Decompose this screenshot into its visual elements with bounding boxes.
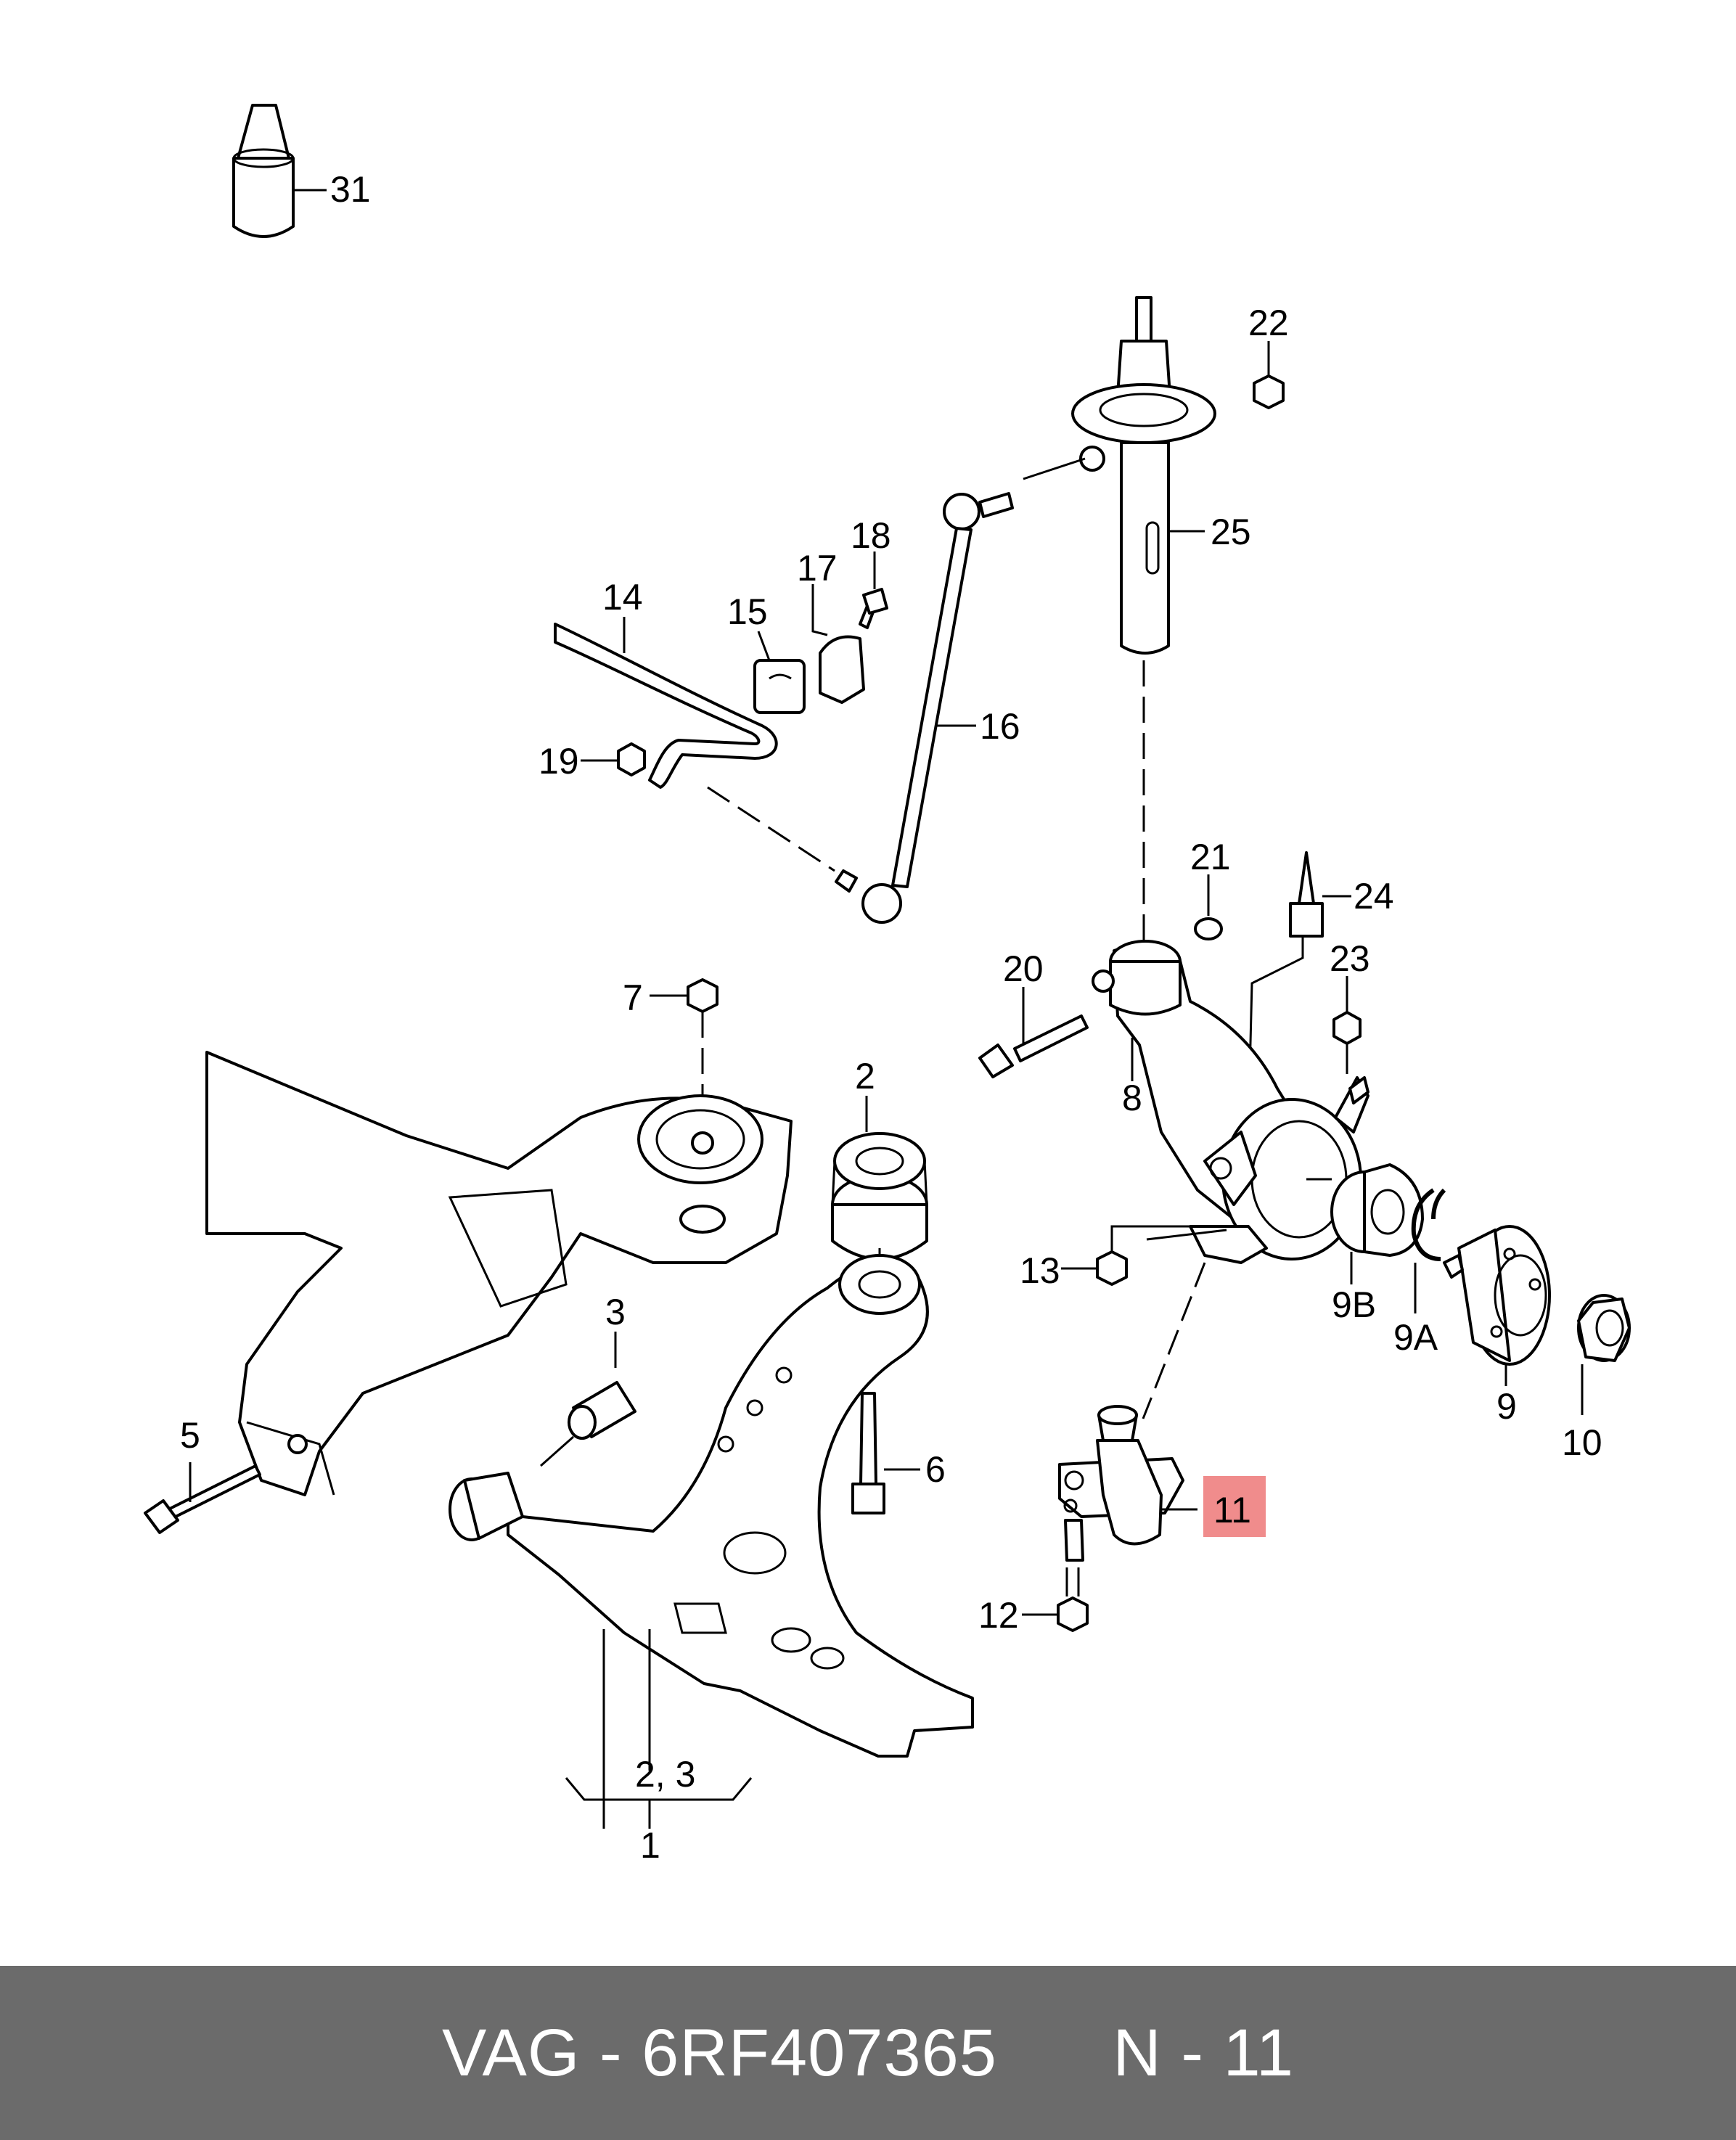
label-24: 24: [1354, 876, 1394, 917]
highlight-box-part-11: [1203, 1476, 1266, 1537]
label-20: 20: [1003, 948, 1044, 989]
label-21: 21: [1190, 837, 1231, 877]
label-1: 1: [640, 1825, 660, 1866]
part-22-nut: [1253, 341, 1285, 409]
label-25: 25: [1211, 512, 1251, 552]
part-9b-bearing: [1330, 1163, 1424, 1284]
label-31: 31: [330, 169, 371, 210]
part-12-nut: [1022, 1567, 1089, 1632]
label-19: 19: [539, 741, 579, 782]
part-9-wheel-hub: [1443, 1225, 1551, 1386]
label-3: 3: [605, 1292, 626, 1332]
part-number-footer: VAG - 6RF407365 N - 11: [0, 1966, 1736, 2140]
footer-part-number: 6RF407365: [642, 2015, 997, 2090]
label-9a: 9A: [1393, 1317, 1438, 1358]
label-15: 15: [727, 591, 768, 632]
label-7: 7: [623, 977, 643, 1018]
label-22: 22: [1248, 303, 1289, 343]
part-5-bolt: [144, 1462, 261, 1534]
part-2-bush: [831, 1096, 928, 1284]
label-9b: 9B: [1332, 1284, 1376, 1325]
label-11: 11: [1213, 1490, 1251, 1530]
part-7-nut: [650, 978, 718, 1139]
label-12: 12: [978, 1595, 1019, 1636]
label-16: 16: [980, 706, 1020, 747]
part-20-bolt: [978, 987, 1089, 1078]
label-5: 5: [180, 1415, 200, 1456]
label-9: 9: [1497, 1386, 1517, 1427]
label-8: 8: [1122, 1078, 1142, 1118]
part-11-ball-joint: [1058, 1262, 1206, 1562]
label-18: 18: [851, 515, 891, 556]
part-24-bolt: [1247, 851, 1351, 1133]
label-6: 6: [925, 1449, 946, 1490]
part-10-hub-nut: [1577, 1294, 1631, 1415]
exploded-parts-diagram: 31 22 25 18 17 14 15 16 19 21 24 20 23 7…: [144, 104, 1631, 1866]
label-10: 10: [1562, 1422, 1602, 1463]
label-14: 14: [602, 577, 643, 618]
label-13: 13: [1020, 1250, 1060, 1291]
subframe: [205, 1051, 793, 1496]
part-21-washer: [1194, 874, 1223, 940]
part-1-control-arm: [449, 1254, 974, 1829]
part-14-stabilizer-bar: [554, 617, 778, 789]
part-6-bolt: [851, 1392, 920, 1514]
footer-diagram-ref: N - 11: [1113, 2015, 1295, 2090]
part-19-nut: [581, 742, 646, 776]
part-23-nut: [1332, 976, 1362, 1074]
part-3-bush: [540, 1332, 636, 1467]
part-16-stabilizer-link: [707, 492, 1014, 924]
part-13-nut: [1061, 1225, 1194, 1286]
part-25-strut: [1023, 296, 1216, 943]
footer-brand: VAG: [441, 2015, 581, 2090]
footer-separator: -: [599, 2015, 623, 2090]
part-17-clamp: [811, 584, 865, 704]
part-15-bush: [753, 631, 806, 714]
label-2-3: 2, 3: [635, 1754, 695, 1795]
label-17: 17: [797, 548, 838, 589]
part-31-bump-stop: [232, 104, 327, 238]
part-8-knuckle: [1092, 940, 1369, 1264]
label-2: 2: [855, 1056, 875, 1096]
part-9a-circlip: [1411, 1188, 1446, 1313]
label-23: 23: [1330, 938, 1370, 979]
part-18-bolt: [859, 552, 888, 629]
